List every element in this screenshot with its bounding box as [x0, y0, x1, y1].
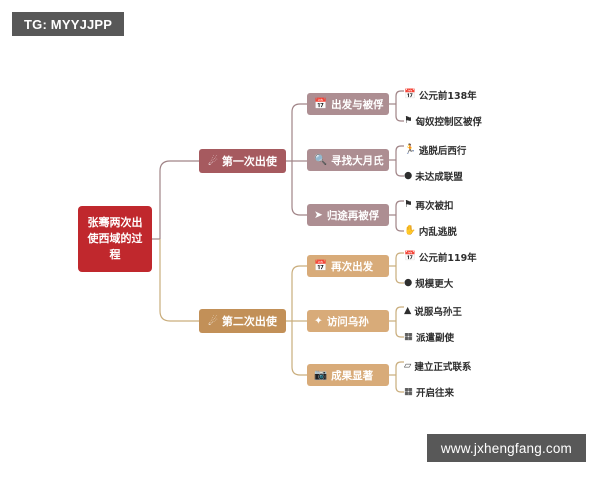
child-label: 归途再被俘	[326, 209, 380, 222]
leaf-node[interactable]: ✋ 内乱逃脱	[404, 224, 457, 238]
red-comet-icon: ☄	[208, 314, 218, 328]
root-label: 张骞两次出使西域的过程	[87, 216, 143, 261]
red-comet-icon: ☄	[208, 154, 218, 168]
child-node-recaptured-return[interactable]: ➤ 归途再被俘	[307, 204, 389, 226]
mindmap-root-node[interactable]: 张骞两次出使西域的过程	[78, 206, 152, 272]
star-icon: ✦	[314, 314, 323, 327]
arrow-icon: ➤	[314, 208, 323, 221]
leaf-label: 说服乌孙王	[414, 307, 462, 318]
leaf-node[interactable]: ⚑ 再次被扣	[404, 198, 454, 212]
leaf-label: 未达成联盟	[415, 172, 463, 183]
child-node-visit-wusun[interactable]: ✦ 访问乌孙	[307, 310, 389, 332]
leaf-label: 公元前119年	[418, 253, 477, 264]
child-node-second-departure[interactable]: 📅 再次出发	[307, 255, 389, 277]
leaf-label: 逃脱后西行	[418, 146, 467, 157]
hand-icon: ✋	[404, 225, 416, 237]
child-node-seek-dayuezhi[interactable]: 🔍 寻找大月氏	[307, 149, 389, 171]
leaf-node[interactable]: ▱ 建立正式联系	[404, 359, 471, 373]
child-label: 出发与被俘	[331, 98, 384, 111]
camera-icon: 📷	[314, 368, 328, 381]
branch-node-first-mission[interactable]: ☄ 第一次出使	[199, 149, 286, 173]
building-icon: ▦	[404, 331, 413, 343]
site-watermark: www.jxhengfang.com	[426, 434, 586, 462]
leaf-node[interactable]: ● 未达成联盟	[404, 169, 463, 183]
leaf-node[interactable]: ▦ 派遣副使	[404, 330, 454, 344]
leaf-node[interactable]: 📅 公元前138年	[404, 88, 477, 102]
child-label: 寻找大月氏	[331, 154, 384, 167]
leaf-label: 公元前138年	[418, 91, 477, 102]
branch-node-second-mission[interactable]: ☄ 第二次出使	[199, 309, 286, 333]
child-node-departure-capture[interactable]: 📅 出发与被俘	[307, 93, 389, 115]
leaf-label: 内乱逃脱	[418, 227, 457, 238]
leaf-label: 规模更大	[415, 279, 454, 290]
circle-icon: ●	[404, 170, 413, 182]
orange-dot-icon: ●	[404, 277, 413, 289]
leaf-label: 建立正式联系	[414, 362, 472, 373]
branch-label: 第二次出使	[221, 315, 277, 328]
leaf-label: 匈奴控制区被俘	[415, 117, 483, 128]
leaf-node[interactable]: ● 规模更大	[404, 276, 453, 290]
calendar-icon: 📅	[314, 259, 328, 272]
leaf-node[interactable]: ⚑ 匈奴控制区被俘	[404, 114, 482, 128]
telegram-watermark: TG: MYYJJPP	[12, 12, 125, 36]
leaf-label: 开启往来	[415, 388, 454, 399]
ribbon-icon: ▱	[404, 360, 412, 372]
pink-square-icon: ▦	[404, 386, 413, 398]
magnifier-icon: 🔍	[314, 153, 328, 166]
leaf-label: 再次被扣	[415, 201, 454, 212]
branch-label: 第一次出使	[221, 155, 277, 168]
calendar-icon: 📅	[314, 97, 328, 110]
calendar-icon: 📅	[404, 89, 416, 101]
child-label: 访问乌孙	[326, 315, 369, 328]
child-label: 成果显著	[331, 369, 374, 382]
calendar-icon: 📅	[404, 251, 416, 263]
flag-icon: ⚑	[404, 115, 413, 127]
child-node-notable-results[interactable]: 📷 成果显著	[307, 364, 389, 386]
leaf-node[interactable]: 🏃 逃脱后西行	[404, 143, 466, 157]
leaf-node[interactable]: ▦ 开启往来	[404, 385, 454, 399]
runner-icon: 🏃	[404, 144, 416, 156]
mountain-icon: ▲	[404, 305, 412, 317]
leaf-node[interactable]: 📅 公元前119年	[404, 250, 477, 264]
leaf-node[interactable]: ▲ 说服乌孙王	[404, 304, 462, 318]
child-label: 再次出发	[331, 260, 374, 273]
flag-icon: ⚑	[404, 199, 413, 211]
leaf-label: 派遣副使	[415, 333, 454, 344]
